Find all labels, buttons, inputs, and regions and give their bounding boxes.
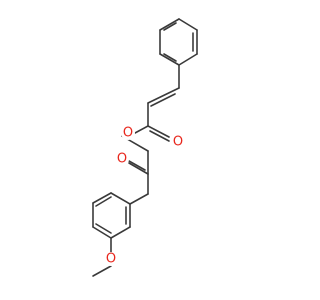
aromatic-bond — [163, 22, 177, 31]
bond — [178, 18, 198, 31]
atom-methoxy-oxygen: O — [104, 252, 118, 267]
atom-ketone-oxygen: O — [115, 152, 129, 167]
bond — [147, 125, 170, 138]
oxygen-label: O — [106, 252, 116, 267]
bond — [178, 53, 198, 66]
double-bond-inner — [149, 130, 170, 142]
bond — [159, 53, 180, 66]
bond — [159, 18, 180, 31]
aromatic-bond — [95, 196, 112, 207]
aromatic-bond — [163, 53, 177, 62]
double-bond-inner — [128, 160, 146, 171]
oxygen-label: O — [123, 126, 133, 141]
atom-ester-carbonyl-oxygen: O — [171, 135, 185, 150]
bond — [92, 226, 112, 239]
atom-ester-oxygen: O — [121, 126, 135, 141]
oxygen-label: O — [173, 135, 183, 150]
molecule-structure-canvas: O O O O — [92, 18, 198, 277]
oxygen-label: O — [117, 152, 127, 167]
bond — [92, 265, 112, 277]
bond — [128, 162, 149, 175]
phenyl-ring — [159, 18, 198, 66]
bond — [92, 192, 112, 204]
bond — [129, 193, 149, 205]
double-bond-inner — [150, 93, 176, 107]
bond — [110, 192, 131, 205]
bond — [147, 87, 180, 104]
aromatic-bond — [95, 223, 112, 234]
bond — [134, 125, 149, 134]
methoxyphenyl-ring — [92, 192, 149, 239]
bond — [110, 226, 131, 239]
